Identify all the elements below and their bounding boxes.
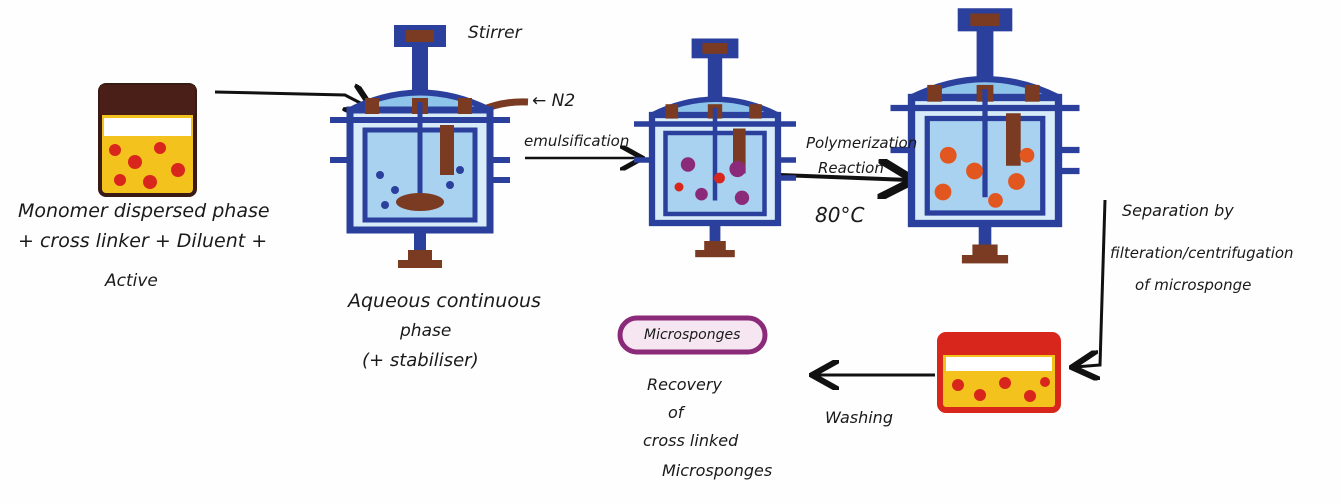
washing-label: Washing <box>825 408 893 427</box>
reactor-1 <box>330 25 510 268</box>
recovery-line-1: Recovery <box>647 375 722 394</box>
arrow-to-reactor <box>214 92 370 108</box>
separation-line-3: of microsponge <box>1135 276 1252 294</box>
separated-microsponge-tray <box>937 332 1061 413</box>
separation-line-2: filteration/centrifugation <box>1110 244 1294 262</box>
stirrer-label: Stirrer <box>468 23 522 43</box>
temperature-label: 80°C <box>815 203 865 227</box>
monomer-line-2: + cross linker + Diluent + <box>18 230 268 252</box>
n2-label: ← N2 <box>532 91 576 111</box>
recovery-line-2: of <box>668 403 684 422</box>
recovery-line-4: Microsponges <box>662 461 773 480</box>
monomer-jar <box>98 83 197 197</box>
separation-line-1: Separation by <box>1122 201 1234 220</box>
polymerization-label: Polymerization <box>806 134 918 152</box>
aqueous-line-1: Aqueous continuous <box>348 290 541 312</box>
recovery-line-3: cross linked <box>643 431 739 450</box>
aqueous-line-3: (+ stabiliser) <box>362 350 479 371</box>
microsponges-capsule <box>617 315 768 355</box>
reactor-2 <box>634 38 796 257</box>
emulsification-label: emulsification <box>524 132 630 150</box>
monomer-line-1: Monomer dispersed phase <box>18 200 270 222</box>
reactor-3 <box>891 8 1080 263</box>
arrow-polymerization <box>779 175 910 180</box>
aqueous-line-2: phase <box>400 321 452 341</box>
microsponges-label: Microsponges <box>644 327 741 343</box>
arrow-separation <box>1075 199 1107 367</box>
reaction-label: Reaction <box>818 159 884 177</box>
monomer-line-3: Active <box>105 271 158 291</box>
